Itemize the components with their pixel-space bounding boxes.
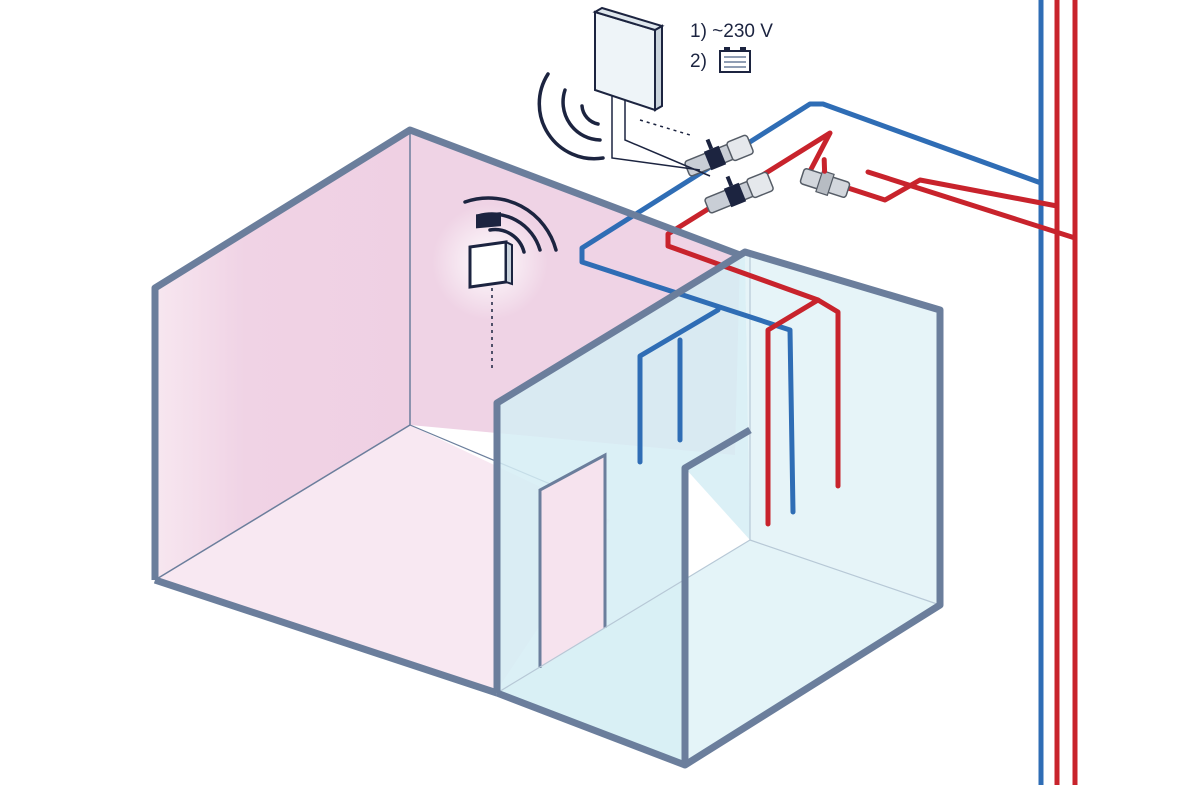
power-option-2-label: 2) bbox=[690, 51, 707, 72]
battery-icon bbox=[719, 47, 751, 73]
ball-valve-hot[interactable] bbox=[700, 162, 774, 215]
room-thermostat-icon[interactable] bbox=[468, 212, 513, 289]
adjacent-room-back-wall bbox=[745, 252, 940, 605]
room-outlines bbox=[151, 126, 944, 769]
wireless-signal-icon bbox=[537, 72, 605, 161]
adjacent-room-floor bbox=[497, 540, 940, 765]
power-option-1-label: 1) ~230 V bbox=[690, 21, 773, 42]
ball-valve-cold[interactable] bbox=[680, 125, 754, 178]
cold-branch-pipe bbox=[637, 307, 721, 465]
heated-room-left-wall bbox=[155, 130, 410, 580]
pipe-system bbox=[579, 0, 1078, 785]
wall-control-box-icon bbox=[592, 6, 711, 177]
hot-return-pipe bbox=[765, 169, 1078, 527]
doorway bbox=[540, 455, 605, 668]
adjacent-room bbox=[496, 250, 941, 765]
cold-supply-pipe bbox=[579, 101, 1044, 515]
ball-valve-hot-inline[interactable] bbox=[799, 155, 855, 201]
